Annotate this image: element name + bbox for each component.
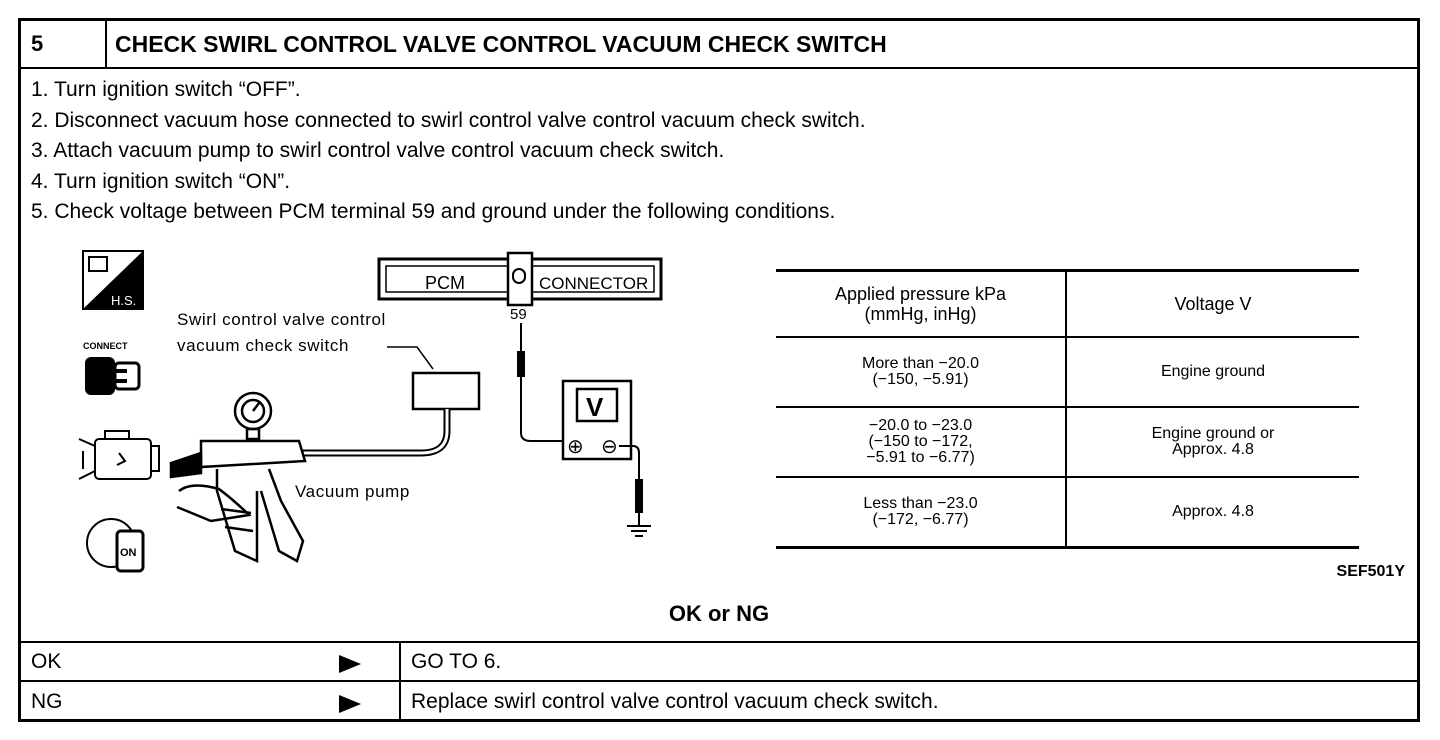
column-divider: [399, 643, 401, 680]
connector-icon: CONNECT: [83, 341, 141, 395]
table-row: Less than −23.0 (−172, −6.77) Approx. 4.…: [776, 477, 1359, 549]
step-number: 5: [21, 21, 107, 67]
hs-icon: H.S.: [82, 250, 144, 310]
hs-label: H.S.: [111, 293, 136, 308]
pcm-label: PCM: [425, 273, 465, 293]
voltmeter-label: V: [586, 392, 604, 422]
test-illustration: H.S. CONNECT ON: [78, 250, 663, 573]
vacuum-pump: [169, 391, 307, 563]
pressure-cell: −20.0 to −23.0 (−150 to −172, −5.91 to −…: [866, 417, 975, 466]
pump-label: Vacuum pump: [295, 482, 410, 501]
figure-code: SEF501Y: [1336, 563, 1405, 580]
voltage-cell: Engine ground or Approx. 4.8: [1151, 425, 1275, 458]
arrow-right-icon: [339, 655, 361, 673]
step-header: 5 CHECK SWIRL CONTROL VALVE CONTROL VACU…: [21, 21, 1417, 69]
procedure-frame: 5 CHECK SWIRL CONTROL VALVE CONTROL VACU…: [18, 18, 1420, 722]
result-condition: OK: [31, 650, 62, 673]
result-row-ng: NG Replace swirl control valve control v…: [21, 680, 1417, 722]
voltage-cell: Approx. 4.8: [1172, 503, 1254, 520]
on-label: ON: [120, 547, 137, 559]
pressure-voltage-table: Applied pressure kPa (mmHg, inHg) Voltag…: [776, 269, 1359, 549]
pressure-cell: Less than −23.0 (−172, −6.77): [863, 495, 978, 528]
voltage-cell: Engine ground: [1160, 363, 1266, 380]
pressure-cell: More than −20.0 (−150, −5.91): [862, 355, 979, 388]
voltage-header-text: Voltage V: [1174, 294, 1252, 314]
instruction-5: 5. Check voltage between PCM terminal 59…: [31, 200, 836, 223]
table-row: More than −20.0 (−150, −5.91) Engine gro…: [776, 337, 1359, 408]
ignition-on-icon: ON: [86, 518, 145, 573]
arrow-right-icon: [339, 695, 361, 713]
voltmeter: V ⊕ ⊖: [561, 379, 633, 461]
pressure-header: Applied pressure kPa (mmHg, inHg): [776, 269, 1067, 338]
connect-label: CONNECT: [83, 341, 128, 351]
result-row-ok: OK GO TO 6.: [21, 641, 1417, 680]
result-action: Replace swirl control valve control vacu…: [411, 690, 939, 713]
pressure-header-text: Applied pressure kPa (mmHg, inHg): [834, 284, 1007, 324]
column-divider: [399, 682, 401, 722]
minus-terminal: ⊖: [601, 436, 618, 458]
table-row: −20.0 to −23.0 (−150 to −172, −5.91 to −…: [776, 407, 1359, 478]
switch-label-line2: vacuum check switch: [177, 336, 349, 355]
vacuum-check-switch: [411, 371, 481, 411]
terminal-59-label: 59: [510, 306, 527, 323]
result-action: GO TO 6.: [411, 650, 502, 673]
connector-label: CONNECTOR: [539, 274, 648, 293]
result-condition: NG: [31, 690, 63, 713]
switch-label-line1: Swirl control valve control: [177, 310, 386, 329]
voltage-header: Voltage V: [1066, 269, 1359, 338]
instruction-1: 1. Turn ignition switch “OFF”.: [31, 78, 301, 101]
instruction-2: 2. Disconnect vacuum hose connected to s…: [31, 108, 866, 132]
ok-or-ng-label: OK or NG: [668, 601, 770, 626]
engine-icon: [78, 430, 160, 480]
step-title: CHECK SWIRL CONTROL VALVE CONTROL VACUUM…: [115, 31, 887, 57]
pcm-connector: PCM CONNECTOR 59: [377, 251, 663, 323]
step-instructions: 1. Turn ignition switch “OFF”. 2. Discon…: [31, 75, 866, 228]
instruction-4: 4. Turn ignition switch “ON”.: [31, 169, 291, 193]
instruction-3: 3. Attach vacuum pump to swirl control v…: [31, 139, 725, 162]
plus-terminal: ⊕: [567, 436, 584, 458]
